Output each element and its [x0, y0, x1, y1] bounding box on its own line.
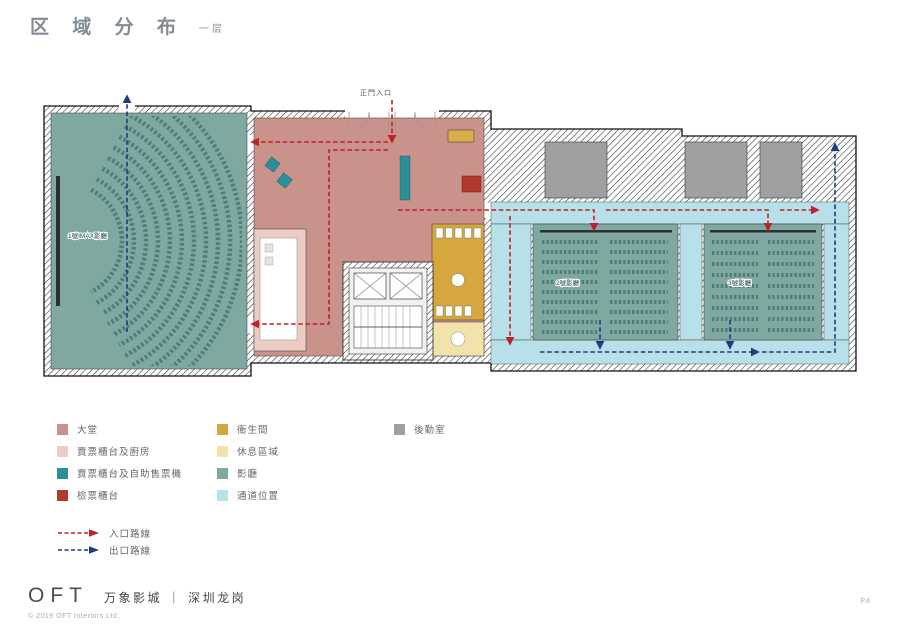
legend-label: 檢票櫃台	[77, 491, 120, 502]
exit-route-lines	[122, 94, 840, 357]
legend: 大堂 賣票櫃台及廚房 賣票櫃台及自助售票機 檢票櫃台 衛生間 休息區域	[57, 418, 527, 514]
legend-item: 後勤室	[394, 418, 446, 440]
zone-theater-1	[50, 112, 248, 370]
zone-ticket-counter-kitchen	[253, 228, 307, 352]
legend-item: 休息區域	[217, 440, 279, 462]
page-number: P.8	[860, 598, 870, 605]
legend-item: 通道位置	[217, 484, 279, 506]
route-legend-item: 出口路線	[57, 541, 151, 558]
page-subtitle: 一层	[198, 23, 225, 35]
theater-1-screen	[56, 176, 60, 306]
legend-swatch	[217, 489, 228, 501]
legend-label: 衛生間	[237, 425, 269, 436]
legend-label: 賣票櫃台及自助售票機	[77, 469, 183, 480]
route-legend: 入口路線 出口路線	[57, 524, 151, 558]
copyright: © 2019 OFT Interiors Ltd.	[28, 613, 120, 620]
legend-swatch	[217, 467, 228, 479]
legend-item: 影廳	[217, 462, 279, 484]
theater-3-label: 3號影廳	[728, 278, 752, 287]
exit-route-arrow-icon	[58, 545, 99, 554]
theater-1-seats	[90, 116, 242, 366]
legend-column-1: 大堂 賣票櫃台及廚房 賣票櫃台及自助售票機 檢票櫃台	[57, 418, 182, 506]
zone-ticket-machines	[264, 155, 411, 201]
entrance-route-arrow-icon	[58, 528, 99, 537]
theater-2-label: 2號影廳	[556, 278, 580, 287]
stair-elevator-core	[342, 261, 434, 361]
title-block: 区 域 分 布 一层	[30, 12, 225, 39]
legend-item: 大堂	[57, 418, 182, 440]
oft-logo: OFT	[28, 584, 88, 607]
legend-swatch	[217, 423, 228, 435]
legend-label: 賣票櫃台及廚房	[77, 447, 151, 458]
legend-column-2: 衛生間 休息區域 影廳 通道位置	[217, 418, 279, 506]
entrance-doors	[348, 111, 436, 133]
legend-label: 休息區域	[237, 447, 280, 458]
legend-item: 檢票櫃台	[57, 484, 182, 506]
project-name: 万象影城 ｜ 深圳龙岗	[104, 591, 247, 605]
legend-item: 衛生間	[217, 418, 279, 440]
zone-boh-rooms	[544, 141, 803, 199]
legend-label: 大堂	[77, 425, 99, 436]
theater-3-screen	[710, 230, 816, 233]
legend-label: 影廳	[237, 469, 259, 480]
zone-rest-area	[431, 321, 485, 357]
legend-swatch	[57, 467, 68, 479]
floor-plan: 正門入口 1號IMAX影廳 2號影廳 3號影廳	[43, 89, 857, 377]
legend-item: 賣票櫃台及廚房	[57, 440, 182, 462]
theater-2-seats	[542, 240, 668, 334]
legend-swatch	[57, 445, 68, 457]
legend-label: 後勤室	[414, 425, 446, 436]
theater-1-label: 1號IMAX影廳	[68, 231, 108, 240]
zone-ticket-check	[461, 175, 482, 193]
legend-swatch	[394, 423, 405, 435]
legend-column-3: 後勤室	[394, 418, 446, 440]
theater-2-screen	[540, 230, 672, 233]
legend-swatch	[57, 423, 68, 435]
theater-3-seats	[712, 240, 814, 332]
page-title: 区 域 分 布	[30, 17, 185, 38]
route-label: 入口路線	[109, 528, 152, 540]
legend-swatch	[217, 445, 228, 457]
legend-swatch	[57, 489, 68, 501]
route-label: 出口路線	[109, 545, 152, 557]
footer: OFT 万象影城 ｜ 深圳龙岗 © 2019 OFT Interiors Ltd…	[28, 584, 246, 620]
zone-restroom	[431, 223, 485, 321]
entrance-route-lines	[250, 100, 820, 346]
legend-item: 賣票櫃台及自助售票機	[57, 462, 182, 484]
route-legend-item: 入口路線	[57, 524, 151, 541]
legend-label: 通道位置	[237, 491, 280, 502]
zone-corridors	[490, 201, 850, 365]
entrance-label: 正門入口	[360, 89, 392, 97]
entry-desk	[447, 129, 475, 143]
zone-theater-3	[703, 223, 823, 341]
